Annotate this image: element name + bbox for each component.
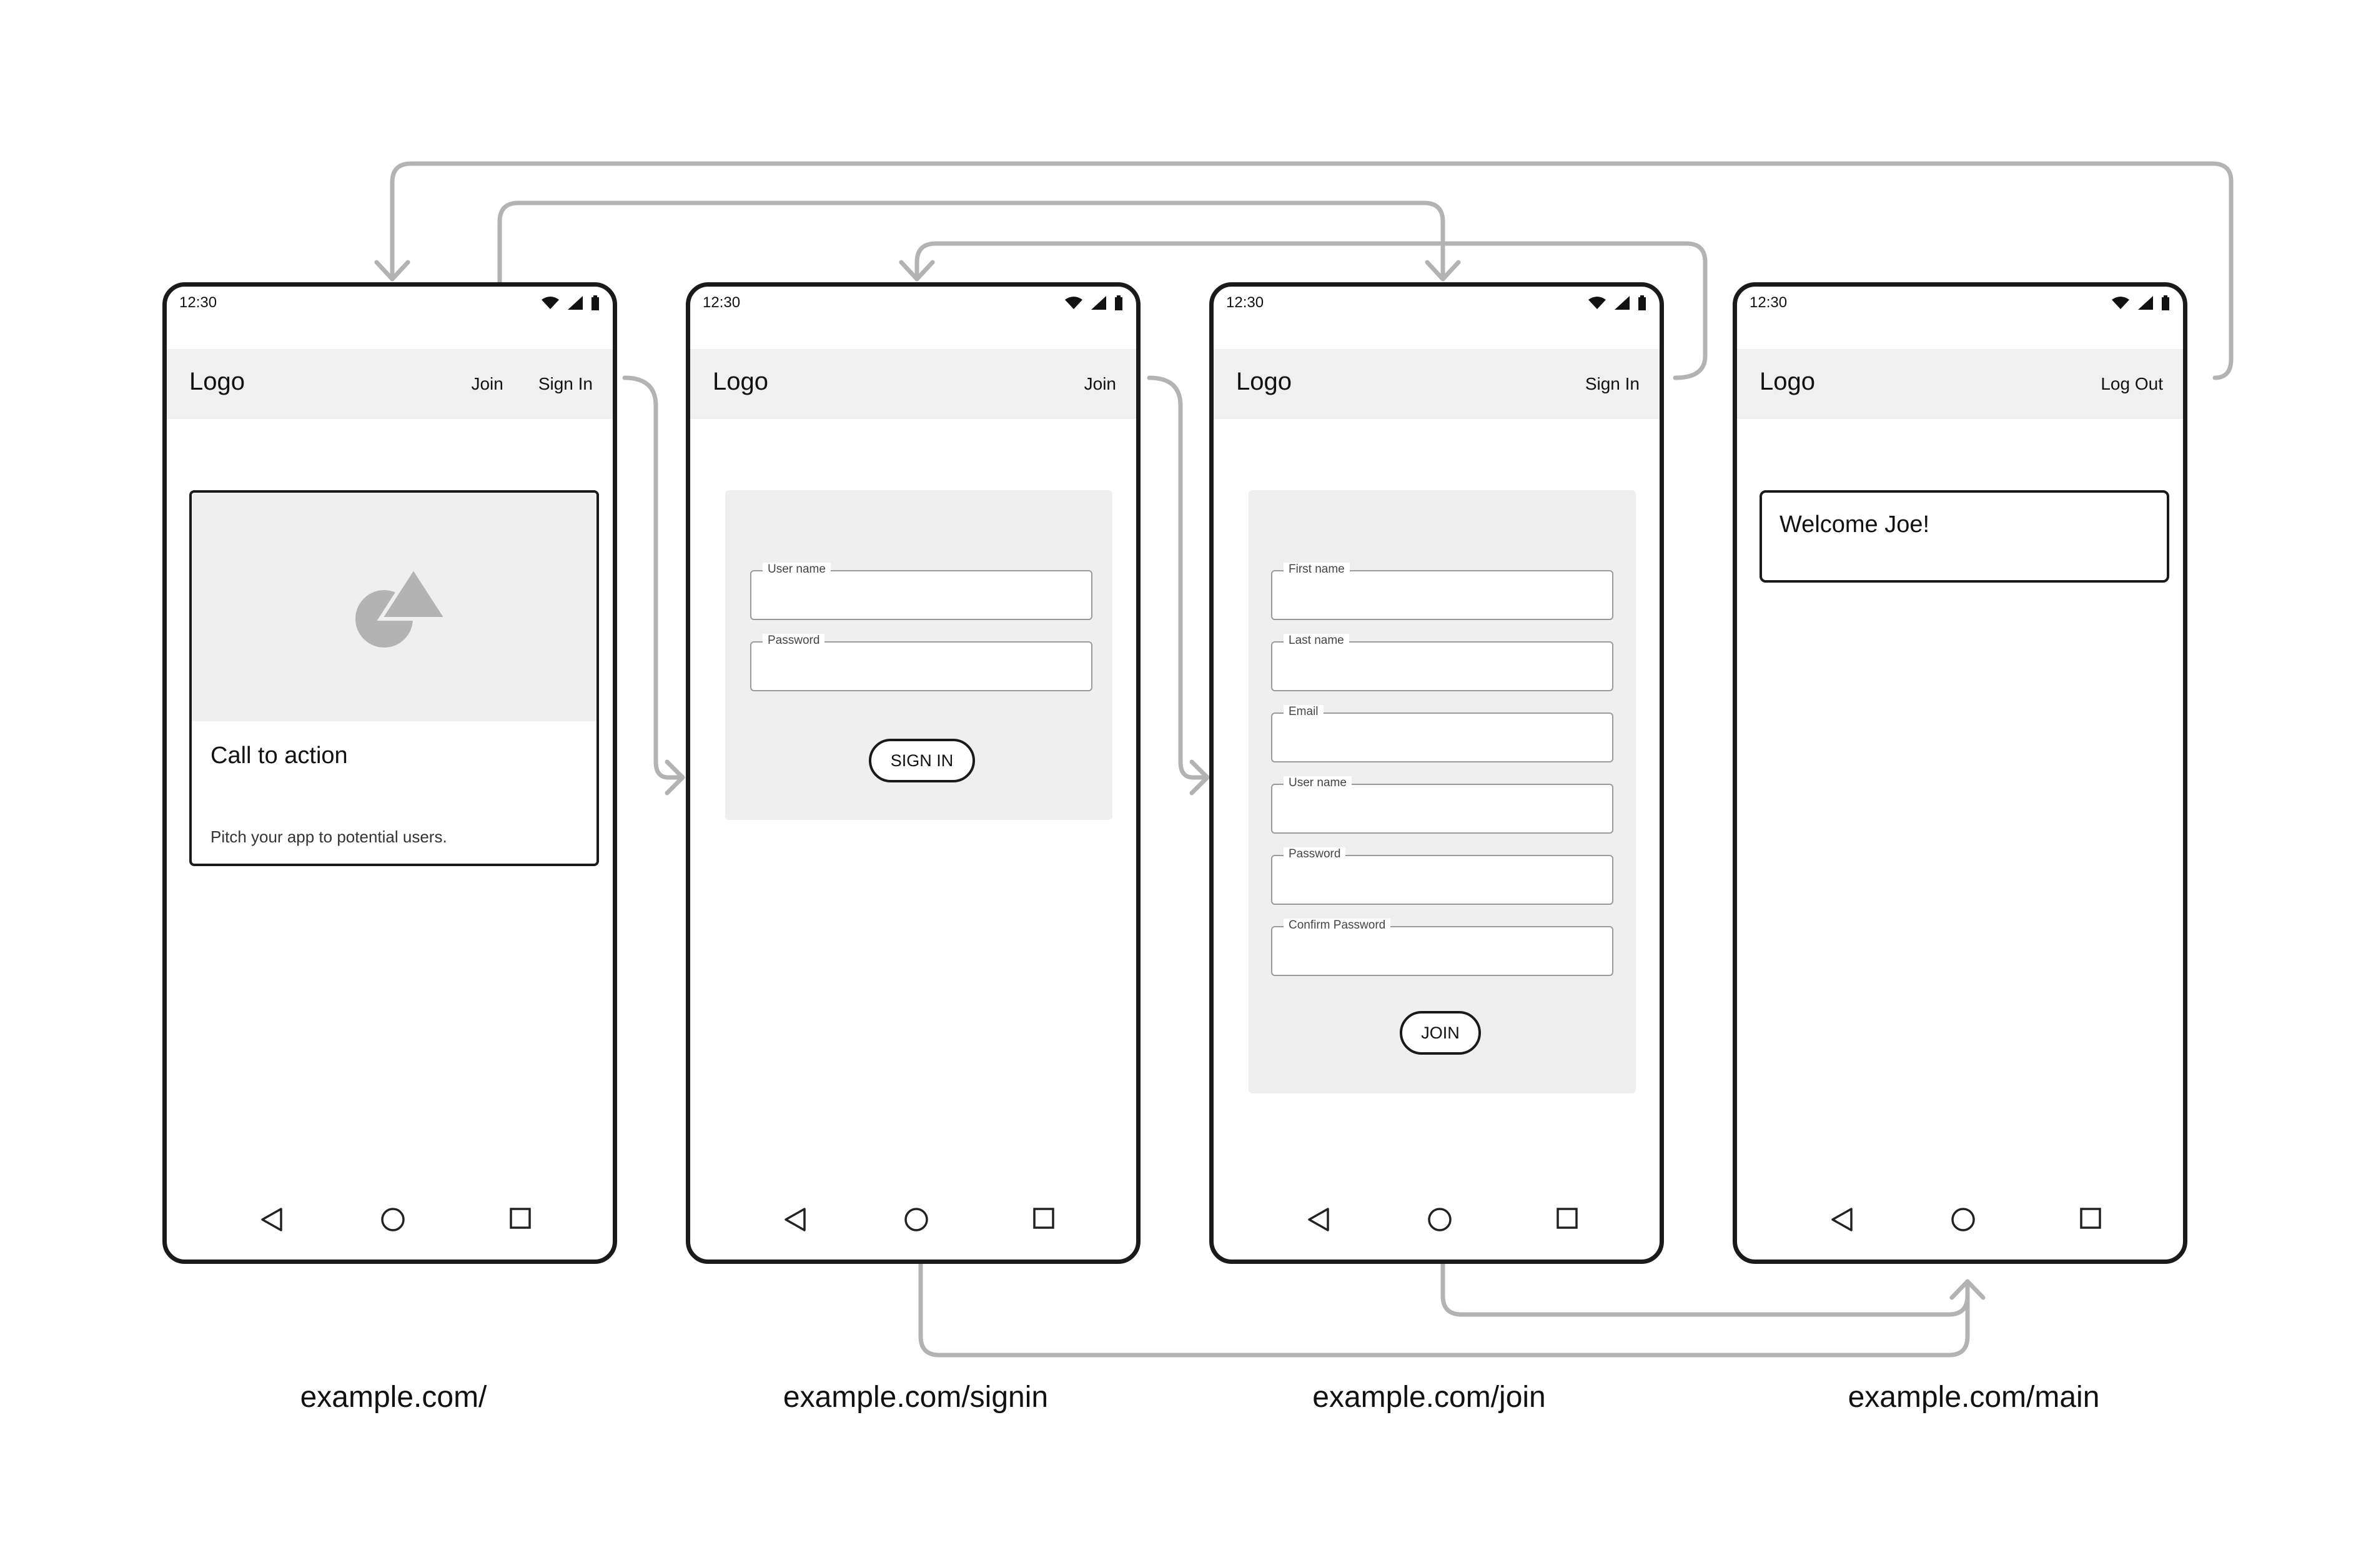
nav-join-link[interactable]: Join (1084, 374, 1116, 393)
signal-icon (568, 296, 583, 310)
recents-icon[interactable] (1032, 1207, 1055, 1230)
arrowhead-join (1425, 260, 1461, 282)
field-label: Password (763, 634, 825, 648)
arrowhead-join-side (1189, 759, 1210, 796)
system-nav-bar (167, 1201, 613, 1238)
back-icon[interactable] (260, 1207, 283, 1232)
system-nav-bar (1737, 1201, 2183, 1238)
logo: Logo (1760, 368, 1815, 395)
username-field[interactable]: User name (750, 563, 1092, 620)
join-button[interactable]: JOIN (1400, 1011, 1481, 1055)
wifi-icon (2112, 297, 2129, 309)
logo: Logo (189, 368, 245, 395)
shapes-icon (355, 568, 448, 648)
phone-main: 12:30 Logo Log Out Welcome Joe! (1733, 282, 2187, 1264)
status-time: 12:30 (703, 294, 741, 311)
field-label: User name (1284, 776, 1352, 790)
url-label-signin: example.com/signin (783, 1381, 1049, 1414)
recents-icon[interactable] (509, 1207, 532, 1230)
app-bar: Logo Join (690, 349, 1136, 419)
home-icon[interactable] (380, 1207, 405, 1232)
field-label: First name (1284, 563, 1350, 576)
status-time: 12:30 (179, 294, 217, 311)
signin-button[interactable]: SIGN IN (869, 739, 975, 782)
signin-form-panel: User name Password SIGN IN (725, 490, 1112, 820)
username-field[interactable]: User name (1271, 776, 1613, 834)
field-label: Last name (1284, 634, 1349, 648)
phone-join: 12:30 Logo Sign In First name Last name … (1209, 282, 1664, 1264)
app-bar: Logo Join Sign In (167, 349, 613, 419)
phone-signin: 12:30 Logo Join User name Password SIGN … (686, 282, 1141, 1264)
welcome-card: Welcome Joe! (1760, 490, 2169, 583)
battery-icon (1638, 295, 1646, 310)
recents-icon[interactable] (1556, 1207, 1578, 1230)
first-name-field[interactable]: First name (1271, 563, 1613, 620)
arrowhead-signin-side (665, 759, 685, 796)
status-bar: 12:30 (1214, 287, 1660, 349)
confirm-password-field[interactable]: Confirm Password (1271, 919, 1613, 976)
nav-logout-link[interactable]: Log Out (2101, 374, 2163, 393)
battery-icon (592, 295, 599, 310)
connector-signin-join-to-join (1147, 375, 1208, 780)
field-label: Email (1284, 705, 1324, 719)
status-bar: 12:30 (167, 287, 613, 349)
wifi-icon (542, 297, 559, 309)
field-label: Confirm Password (1284, 919, 1391, 932)
password-field[interactable]: Password (750, 634, 1092, 691)
password-field[interactable]: Password (1271, 847, 1613, 905)
battery-icon (2162, 295, 2169, 310)
app-bar: Logo Sign In (1214, 349, 1660, 419)
field-label: User name (763, 563, 831, 576)
status-time: 12:30 (1226, 294, 1264, 311)
call-to-action-card[interactable]: Call to action Pitch your app to potenti… (189, 490, 599, 866)
status-bar: 12:30 (1737, 287, 2183, 349)
home-icon[interactable] (1427, 1207, 1452, 1232)
home-icon[interactable] (904, 1207, 929, 1232)
signal-icon (2138, 296, 2153, 310)
back-icon[interactable] (1831, 1207, 1853, 1232)
card-title: Call to action (210, 742, 348, 769)
logo: Logo (713, 368, 768, 395)
wifi-icon (1588, 297, 1606, 309)
nav-signin-link[interactable]: Sign In (538, 374, 593, 393)
app-bar: Logo Log Out (1737, 349, 2183, 419)
recents-icon[interactable] (2079, 1207, 2102, 1230)
status-bar: 12:30 (690, 287, 1136, 349)
card-media (192, 493, 596, 721)
url-label-join: example.com/join (1312, 1381, 1546, 1414)
logo: Logo (1236, 368, 1292, 395)
welcome-text: Welcome Joe! (1780, 511, 1930, 538)
system-nav-bar (1214, 1201, 1660, 1238)
arrowhead-main (1949, 1279, 1986, 1300)
field-label: Password (1284, 847, 1346, 861)
phone-home: 12:30 Logo Join Sign In Call to action P… (162, 282, 617, 1264)
signal-icon (1091, 296, 1106, 310)
url-label-main: example.com/main (1848, 1381, 2100, 1414)
arrowhead-signin (899, 260, 935, 282)
arrowhead-home (374, 260, 410, 282)
nav-signin-link[interactable]: Sign In (1585, 374, 1640, 393)
card-text: Pitch your app to potential users. (210, 827, 447, 846)
signal-icon (1615, 296, 1630, 310)
back-icon[interactable] (784, 1207, 806, 1232)
email-field[interactable]: Email (1271, 705, 1613, 762)
nav-join-link[interactable]: Join (471, 374, 503, 393)
battery-icon (1115, 295, 1122, 310)
back-icon[interactable] (1307, 1207, 1330, 1232)
status-time: 12:30 (1750, 294, 1788, 311)
url-label-home: example.com/ (300, 1381, 487, 1414)
wifi-icon (1065, 297, 1082, 309)
system-nav-bar (690, 1201, 1136, 1238)
join-form-panel: First name Last name Email User name Pas… (1249, 490, 1636, 1093)
last-name-field[interactable]: Last name (1271, 634, 1613, 691)
connector-home-signin-to-signin (622, 375, 683, 780)
home-icon[interactable] (1951, 1207, 1976, 1232)
